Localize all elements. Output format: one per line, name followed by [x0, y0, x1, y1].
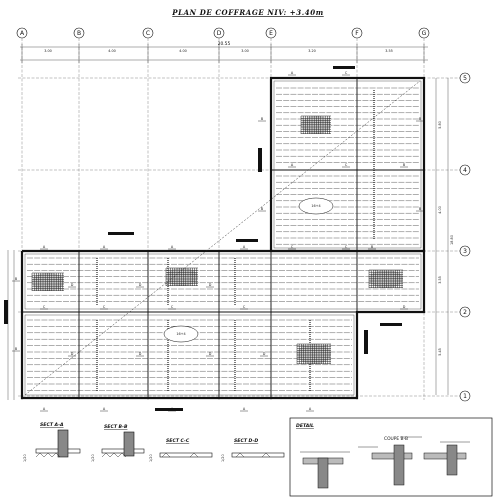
section-marker-a: A: [243, 407, 246, 411]
slab-callout-top: 16+4: [311, 204, 320, 208]
section-marker-d: D: [71, 283, 74, 287]
hatch-patch: [368, 269, 403, 288]
section-marker-c: C: [171, 305, 174, 309]
column-label-e: E: [269, 30, 273, 37]
hatch-patch: [300, 115, 331, 134]
span-dim-de: 3.00: [241, 49, 249, 53]
section-marker-d: D: [209, 283, 212, 287]
row-label-1: 1: [463, 393, 467, 400]
section-detail-c: SECT C-C 1/20: [149, 438, 213, 462]
section-marker-d: D: [71, 352, 74, 356]
section-marker-a: A: [43, 407, 46, 411]
section-details: SECT A-A 1/20 SECT B-B 1/20 SECT C-C 1/2…: [23, 422, 285, 462]
section-marker-c: C: [345, 245, 348, 249]
left-dimension-chain: [7, 250, 15, 400]
section-marker-c: C: [345, 71, 348, 75]
section-marker-c: C: [43, 305, 46, 309]
row-dim-5-4: 5.80: [438, 121, 442, 129]
row-grid: 5 4 3 2 1: [18, 72, 471, 402]
right-dimension-chain: 18.80 5.80 4.00 3.55 5.45: [435, 78, 454, 395]
span-dim-fg: 3.55: [385, 49, 393, 53]
column-label-g: G: [422, 30, 427, 37]
overall-height-dim: 18.80: [450, 235, 454, 245]
section-marker-a: A: [291, 163, 294, 167]
row-dim-4-3: 4.00: [438, 206, 442, 214]
detail-box-title: DETAIL: [296, 423, 314, 429]
section-a-scale: 1/20: [23, 454, 27, 462]
section-c-scale: 1/20: [149, 454, 153, 462]
section-marker-d: D: [139, 283, 142, 287]
section-marker-d: D: [263, 352, 266, 356]
section-marker-a: A: [243, 245, 246, 249]
section-marker-a: A: [171, 245, 174, 249]
column-label-b: B: [77, 30, 81, 37]
span-dim-ab: 3.00: [44, 49, 52, 53]
section-marker-b: B: [419, 117, 422, 121]
section-detail-d: SECT D-D 1/20: [221, 438, 285, 462]
section-marker-b: B: [371, 245, 374, 249]
section-detail-b: SECT B-B 1/20: [91, 424, 145, 462]
section-marker-a: A: [43, 245, 46, 249]
section-c-title: SECT C-C: [166, 438, 190, 444]
detail-box: DETAIL COUPE B-B: [289, 417, 493, 497]
column-label-f: F: [355, 30, 359, 37]
section-marker-b: B: [419, 207, 422, 211]
beam-outline: [20, 76, 426, 400]
section-marker-b: B: [15, 347, 18, 351]
section-marker-a: A: [291, 71, 294, 75]
section-marker-d: D: [209, 352, 212, 356]
overall-width-dim: 20.55: [218, 41, 231, 47]
section-marker-a: A: [309, 407, 312, 411]
section-b-title: SECT B-B: [104, 424, 128, 430]
section-d-scale: 1/20: [221, 454, 225, 462]
section-marker-c: C: [103, 305, 106, 309]
section-b-scale: 1/20: [91, 454, 95, 462]
row-label-4: 4: [463, 167, 467, 174]
tag-bars: [4, 66, 402, 411]
slab-callouts: 16+4 16+4: [163, 197, 334, 343]
row-dim-2-1: 5.45: [438, 348, 442, 356]
section-marker-b: B: [261, 207, 264, 211]
section-markers: ACACBCCAAAABCCCCDAAAAABBBBBBDDDDDDD: [12, 71, 424, 412]
diagonal-lines: [24, 80, 421, 396]
hatch-patch: [31, 272, 64, 291]
section-marker-c: C: [243, 305, 246, 309]
hatch-patches: [31, 115, 403, 365]
column-label-a: A: [20, 30, 25, 37]
detail-box-cut-label: COUPE B-B: [384, 436, 408, 442]
span-dim-ef: 3.20: [308, 49, 316, 53]
row-label-2: 2: [463, 309, 467, 316]
section-a-title: SECT A-A: [40, 422, 64, 428]
hatch-patch: [165, 267, 198, 286]
slab-callout-bottom: 16+4: [176, 332, 185, 336]
top-dimension-chain: 20.55 3.00 4.00 4.00 3.00 3.20 3.55: [20, 41, 428, 61]
column-label-c: C: [146, 30, 150, 37]
row-label-3: 3: [463, 248, 467, 255]
section-marker-b: B: [15, 277, 18, 281]
section-marker-b: B: [261, 117, 264, 121]
section-d-title: SECT D-D: [234, 438, 258, 444]
section-marker-c: C: [291, 245, 294, 249]
column-label-d: D: [217, 30, 222, 37]
section-marker-b: B: [403, 163, 406, 167]
row-label-5: 5: [463, 75, 467, 82]
section-marker-a: A: [103, 245, 106, 249]
span-dim-cd: 4.00: [179, 49, 187, 53]
section-marker-d: D: [139, 352, 142, 356]
hatch-patch: [296, 343, 331, 365]
section-detail-a: SECT A-A 1/20: [23, 422, 81, 462]
section-marker-c: C: [345, 163, 348, 167]
drawing-title: PLAN DE COFFRAGE NIV: +3.40m: [171, 8, 323, 17]
section-marker-a: A: [103, 407, 106, 411]
section-marker-d: D: [403, 305, 406, 309]
span-dim-bc: 4.00: [108, 49, 116, 53]
joist-ribs: [27, 87, 419, 392]
row-dim-3-2: 3.55: [438, 276, 442, 284]
